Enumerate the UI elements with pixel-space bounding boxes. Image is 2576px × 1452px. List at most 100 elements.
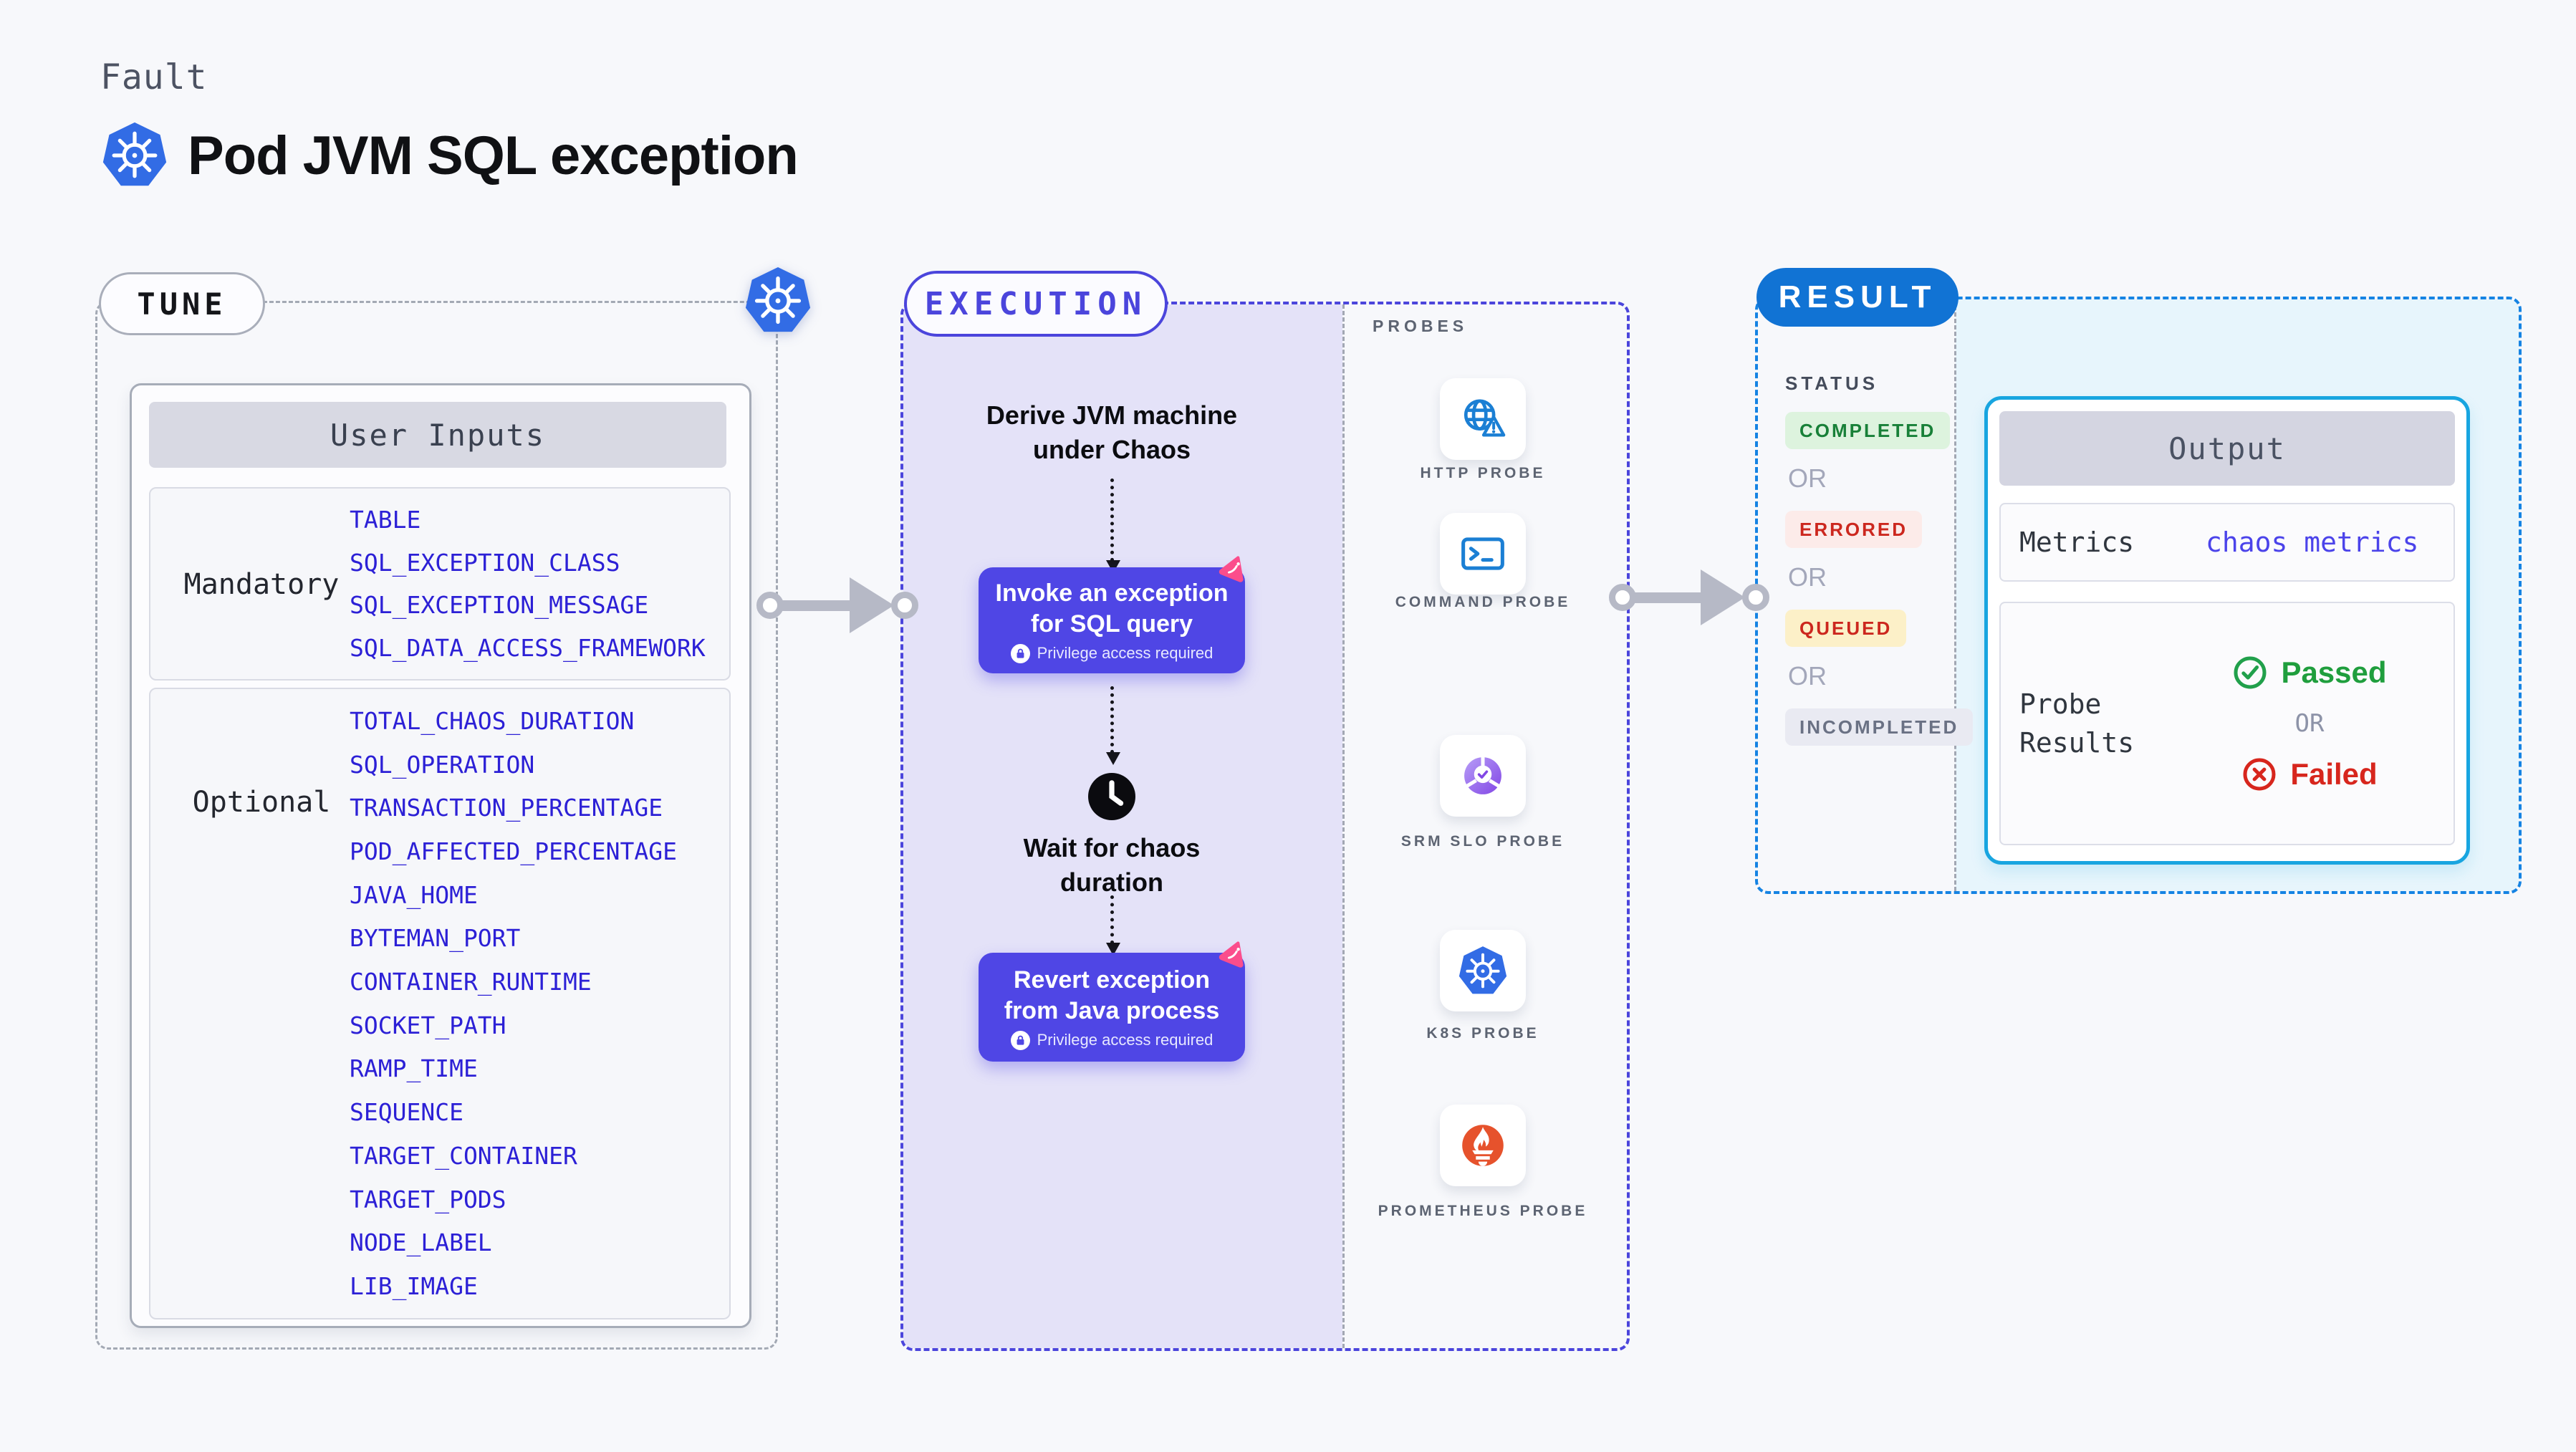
arrow-right-icon [850,577,894,633]
probe-results-row: Probe Results Passed OR Failed [1999,602,2455,845]
env-var: TABLE [350,506,421,534]
passed-verdict: Passed [2232,655,2387,691]
optional-group: Optional TOTAL_CHAOS_DURATION SQL_OPERAT… [149,688,731,1319]
srm-slo-probe-card [1440,735,1526,817]
probes-divider [1342,304,1345,1348]
env-var: SEQUENCE [350,1098,463,1127]
kubernetes-icon [100,120,169,189]
litmus-chaos-icon [1216,552,1251,586]
flow-arrow-down [1106,895,1120,956]
slo-gauge-icon [1457,750,1509,802]
globe-alert-icon [1457,393,1509,445]
prometheus-probe-card [1440,1105,1526,1186]
metrics-row: Metrics chaos metrics [1999,503,2455,582]
connector-line [771,600,854,611]
passed-label: Passed [2281,655,2387,689]
env-var: SOCKET_PATH [350,1011,506,1039]
mandatory-label: Mandatory [183,568,340,601]
litmus-chaos-icon [1216,937,1251,971]
status-badge-errored: ERRORED [1785,511,1923,548]
env-var: CONTAINER_RUNTIME [350,968,592,996]
arrow-down-icon [1106,943,1120,956]
execution-flow-area [903,304,1342,1348]
output-title: Output [1999,411,2455,486]
srm-slo-probe-label: SRM SLO PROBE [1400,833,1565,850]
user-inputs-card: User Inputs Mandatory TABLE SQL_EXCEPTIO… [130,383,751,1328]
optional-label: Optional [192,786,331,819]
tune-badge: TUNE [99,272,265,335]
clock-icon [1086,771,1138,822]
kubernetes-icon [1457,945,1509,996]
kubernetes-icon [743,265,813,335]
env-var: JAVA_HOME [350,880,478,909]
env-var: TARGET_PODS [350,1185,506,1213]
status-badge-incompleted: INCOMPLETED [1785,708,1974,746]
tune-panel [95,301,778,1350]
wait-step-label: Wait for chaos duration [1023,833,1201,897]
privilege-note: Privilege access required [1037,644,1213,662]
status-column: STATUS COMPLETED OR ERRORED OR QUEUED OR… [1785,372,1974,746]
or-label: OR [2294,709,2325,738]
env-var: TARGET_CONTAINER [350,1141,577,1170]
probe-verdicts: Passed OR Failed [2184,655,2435,792]
result-divider [1954,299,1956,891]
env-var: SQL_EXCEPTION_MESSAGE [350,591,649,620]
arrow-right-icon [1701,569,1745,625]
invoke-exception-node: Invoke an exception for SQL query Privil… [979,567,1245,673]
env-var: BYTEMAN_PORT [350,924,521,953]
derive-step-label: Derive JVM machine under Chaos [986,400,1238,464]
env-var: LIB_IMAGE [350,1271,478,1300]
connector-dot [891,592,918,619]
command-probe-label: COMMAND PROBE [1395,594,1571,610]
probes-title: PROBES [1373,317,1469,335]
status-title: STATUS [1785,372,1879,394]
probe-results-label: Probe Results [2019,688,2135,759]
lock-icon [1011,1031,1030,1050]
lock-icon [1011,644,1030,663]
optional-var-list: TOTAL_CHAOS_DURATION SQL_OPERATION TRANS… [350,699,721,1308]
check-circle-icon [2232,655,2268,691]
k8s-probe-label: K8S PROBE [1426,1025,1539,1042]
metrics-value: chaos metrics [2206,527,2419,558]
http-probe-label: HTTP PROBE [1420,465,1546,481]
env-var: NODE_LABEL [350,1229,492,1257]
or-label: OR [1788,661,1827,691]
command-probe-card [1440,513,1526,595]
execution-badge: EXECUTION [904,271,1168,337]
fault-eyebrow: Fault [100,57,208,97]
terminal-icon [1457,528,1509,580]
prometheus-probe-label: PROMETHEUS PROBE [1378,1203,1588,1219]
connector-dot [1742,584,1769,611]
output-card: Output Metrics chaos metrics Probe Resul… [1984,396,2470,865]
env-var: TRANSACTION_PERCENTAGE [350,794,663,822]
failed-label: Failed [2290,757,2378,791]
flow-arrow-down [1106,479,1120,573]
k8s-probe-card [1440,930,1526,1011]
env-var: RAMP_TIME [350,1054,478,1083]
result-badge: RESULT [1756,268,1959,327]
connector-dot [756,592,784,619]
or-label: OR [1788,463,1827,493]
status-badge-queued: QUEUED [1785,610,1907,647]
env-var: TOTAL_CHAOS_DURATION [350,706,635,735]
env-var: SQL_EXCEPTION_CLASS [350,548,620,577]
x-circle-icon [2241,756,2277,792]
user-inputs-title: User Inputs [149,402,726,468]
status-badge-completed: COMPLETED [1785,412,1951,449]
invoke-exception-label: Invoke an exception for SQL query [995,579,1229,638]
privilege-row: Privilege access required [1011,644,1213,663]
http-probe-card [1440,378,1526,460]
env-var: SQL_DATA_ACCESS_FRAMEWORK [350,633,706,662]
mandatory-var-list: TABLE SQL_EXCEPTION_CLASS SQL_EXCEPTION_… [350,499,721,669]
revert-exception-label: Revert exception from Java process [1004,966,1220,1024]
prometheus-icon [1457,1120,1509,1171]
page-title: Pod JVM SQL exception [188,125,799,186]
metrics-label: Metrics [2019,527,2135,558]
env-var: POD_AFFECTED_PERCENTAGE [350,837,677,865]
flow-arrow-down [1106,686,1120,765]
privilege-note: Privilege access required [1037,1031,1213,1049]
env-var: SQL_OPERATION [350,750,535,779]
or-label: OR [1788,562,1827,592]
execution-panel [900,302,1630,1351]
